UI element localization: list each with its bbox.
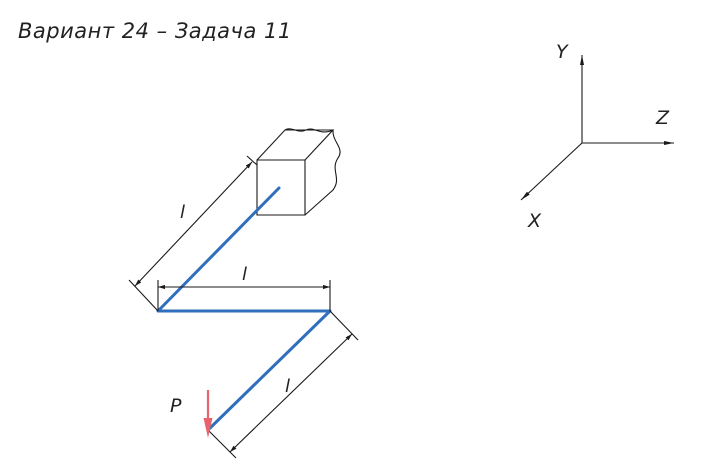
dimension-label-1: l (180, 202, 185, 223)
z-axis-label: Z (655, 107, 670, 129)
dimension-label-2: l (242, 264, 247, 285)
x-axis-arrow (520, 142, 583, 201)
load-arrow (203, 390, 213, 438)
dimension-segment-3 (207, 310, 359, 459)
task-title: Вариант 24 – Задача 11 (18, 19, 292, 43)
dimension-segment-2 (157, 280, 331, 311)
dimension-label-3: l (285, 376, 290, 397)
x-axis-label: X (527, 210, 542, 232)
dimension-segment-1 (128, 155, 258, 312)
load-label: P (170, 395, 182, 417)
coordinate-axes (520, 55, 674, 201)
beam-polyline (156, 186, 332, 432)
fixed-support (256, 128, 341, 216)
y-axis-label: Y (556, 41, 569, 63)
